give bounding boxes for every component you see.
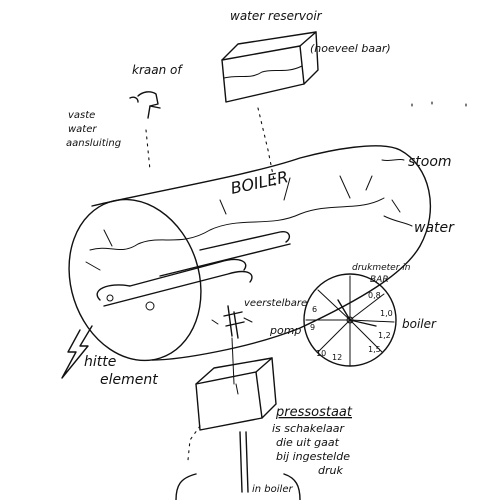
label-pump: pomp (269, 324, 301, 337)
label-reservoir-note: (hoeveel baar) (310, 42, 391, 55)
label-pressostat-desc-4: druk (318, 464, 343, 477)
lightning-icon (61, 325, 93, 379)
label-fixed-connection-3: aansluiting (66, 138, 121, 149)
water-leader (383, 215, 413, 227)
tap-icon (129, 91, 161, 119)
label-tap: kraan of (132, 63, 183, 77)
label-heating-element-2: element (100, 372, 158, 388)
label-pressure-gauge-1: drukmeter in (352, 263, 411, 273)
pressure-gauge (303, 273, 397, 367)
label-steam: stoom (408, 154, 452, 170)
pressostat-box (187, 357, 277, 461)
label-water-reservoir: water reservoir (230, 9, 323, 23)
tap-feed-line (145, 129, 151, 171)
gauge-tick-left-3: 12 (332, 353, 342, 362)
label-water: water (414, 220, 455, 236)
label-fixed-connection-2: water (68, 124, 97, 135)
gauge-tick-right-2: 1,2 (378, 331, 391, 340)
gauge-tick-right-3: 1,5 (368, 345, 381, 354)
steam-leader (381, 158, 405, 162)
gauge-tick-right-0: 0,8 (368, 291, 381, 300)
label-in-boiler: in boiler (252, 484, 293, 495)
boiler-cylinder (68, 145, 432, 362)
label-boiler-side: boiler (402, 317, 437, 331)
label-pressostat: pressostaat (275, 405, 353, 420)
heating-element (96, 230, 291, 311)
reservoir-feed-line (257, 107, 277, 191)
gauge-tick-left-0: 6 (312, 305, 317, 314)
label-heating-element-1: hitte (84, 354, 116, 370)
label-fixed-connection-1: vaste (68, 110, 95, 121)
gauge-tick-left-2: 10 (316, 349, 326, 358)
steam-dots (411, 101, 467, 111)
label-pressostat-desc-3: bij ingestelde (276, 450, 350, 463)
label-boiler: BOILER (229, 167, 290, 198)
label-pressure-gauge-2: BAR (370, 275, 389, 285)
water-reservoir (221, 31, 319, 103)
gauge-tick-left-1: 9 (310, 323, 315, 332)
gauge-tick-right-1: 1,0 (380, 309, 393, 318)
label-pressostat-desc-2: die uit gaat (276, 436, 340, 449)
label-pressostat-desc-1: is schakelaar (272, 422, 345, 435)
pipe-to-boiler (175, 431, 301, 500)
label-spring-valve: veerstelbare (244, 298, 307, 309)
